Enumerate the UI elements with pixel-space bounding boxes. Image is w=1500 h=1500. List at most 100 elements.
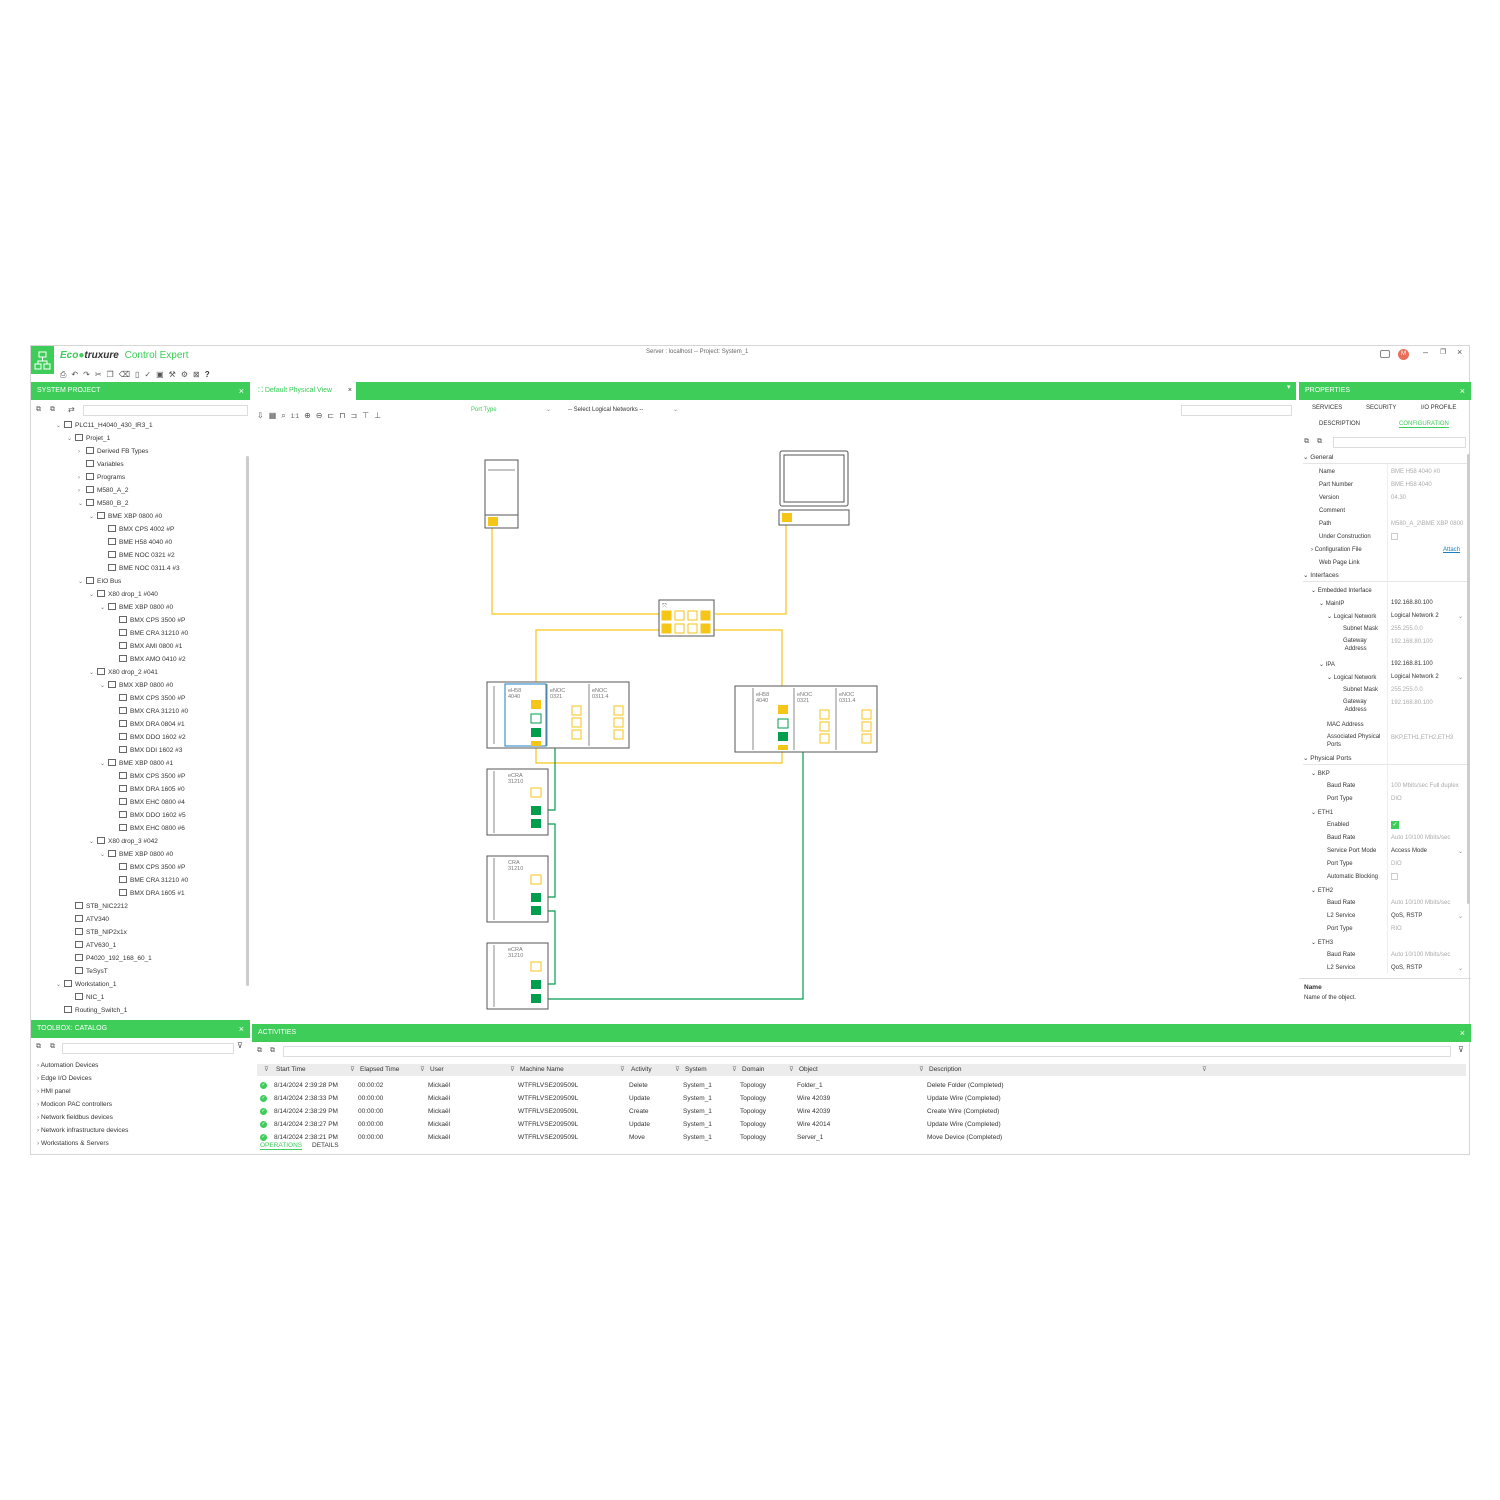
tree-item[interactable]: STB_NIP2x1x	[67, 926, 127, 939]
chevron-down-icon[interactable]: ⌄	[89, 514, 95, 520]
cra-drop-2[interactable]: CRA 31210	[486, 855, 549, 923]
tree-item[interactable]: BME NOC 0321 #2	[100, 549, 175, 562]
service-port-mode-select[interactable]: Access Mode⌄	[1391, 848, 1463, 855]
delete-icon[interactable]: ⌫	[118, 370, 130, 379]
tree-item[interactable]: ⌄BME XBP 0800 #0	[89, 510, 162, 523]
tree-item[interactable]: BMX CPS 3500 #P	[111, 861, 185, 874]
wire-switch-rack2[interactable]	[687, 629, 783, 708]
column-header[interactable]: Machine Name	[520, 1066, 564, 1073]
grid-icon[interactable]: ▦	[268, 411, 277, 420]
tab-services[interactable]: SERVICES	[1312, 405, 1343, 411]
tab-list-chevron-icon[interactable]: ▾	[1287, 384, 1291, 391]
tree-item[interactable]: BMX EHC 0800 #6	[111, 822, 185, 835]
tree-item[interactable]: ⌄EIO Bus	[78, 575, 121, 588]
switch-ports[interactable]	[661, 610, 711, 634]
tree-item[interactable]: BMX CPS 4002 #P	[100, 523, 174, 536]
tree-item[interactable]: ⌄X80 drop_2 #041	[89, 666, 158, 679]
activities-search-input[interactable]	[283, 1046, 1451, 1057]
cut-icon[interactable]: ✂	[94, 370, 102, 379]
restore-button[interactable]: ❐	[1440, 349, 1447, 356]
cra-drop-1[interactable]: eCRA 31210	[486, 768, 549, 836]
column-filter-icon[interactable]: ⊽	[675, 1066, 680, 1073]
tree-item[interactable]: STB_NIC2212	[67, 900, 128, 913]
tab-operations[interactable]: OPERATIONS	[260, 1142, 303, 1150]
tree-item[interactable]: BMX DDO 1602 #5	[111, 809, 186, 822]
logical-network-select[interactable]: Logical Network 2⌄	[1391, 674, 1463, 681]
tree-item[interactable]: Variables	[78, 458, 124, 471]
align-left-icon[interactable]: ⊏	[327, 411, 335, 420]
column-header[interactable]: User	[430, 1066, 444, 1073]
filter-icon[interactable]: ⊽	[1458, 1045, 1464, 1054]
tree-item[interactable]: BMX CPS 3500 #P	[111, 770, 185, 783]
chevron-down-icon[interactable]: ⌄	[56, 982, 62, 988]
properties-scrollbar[interactable]	[1467, 454, 1470, 904]
column-filter-icon[interactable]: ⊽	[510, 1066, 515, 1073]
tab-io-profile[interactable]: I/O PROFILE	[1421, 405, 1457, 411]
tree-item[interactable]: BMX AMO 0410 #2	[111, 653, 186, 666]
tree-item[interactable]: BMX AMI 0800 #1	[111, 640, 182, 653]
switch-device[interactable]: ⤧	[658, 599, 715, 637]
column-filter-icon[interactable]: ⊽	[919, 1066, 924, 1073]
tab-configuration[interactable]: CONFIGURATION	[1399, 421, 1449, 428]
catalog-item[interactable]: › Edge I/O Devices	[37, 1072, 92, 1085]
column-header[interactable]: System	[685, 1066, 707, 1073]
copy-icon[interactable]: ❐	[106, 370, 114, 379]
port-green[interactable]	[531, 994, 541, 1003]
wire-server-switch[interactable]	[491, 528, 659, 615]
port-empty[interactable]	[530, 787, 542, 798]
logical-networks-select[interactable]: -- Select Logical Networks --⌄	[568, 405, 678, 416]
close-icon[interactable]: ×	[238, 1024, 244, 1034]
tree-item[interactable]: ⌄Workstation_1	[56, 978, 116, 991]
expand-all-icon[interactable]: ⧉	[257, 1047, 262, 1054]
port-empty[interactable]	[530, 713, 542, 724]
tree-item[interactable]: BMX CRA 31210 #0	[111, 705, 188, 718]
user-avatar[interactable]: M	[1398, 349, 1409, 360]
zoom-in-icon[interactable]: ⊕	[304, 411, 311, 420]
zoom-1to1-button[interactable]: 1:1	[290, 414, 300, 420]
build-icon[interactable]: ▣	[156, 370, 164, 379]
catalog-item[interactable]: › Network fieldbus devices	[37, 1111, 113, 1124]
tab-security[interactable]: SECURITY	[1366, 405, 1397, 411]
close-icon[interactable]: ×	[238, 386, 244, 396]
port-green[interactable]	[531, 806, 541, 815]
unused-ports[interactable]	[819, 709, 872, 744]
tools-icon[interactable]: ⚒	[168, 370, 176, 379]
catalog-item[interactable]: › Modicon PAC controllers	[37, 1098, 112, 1111]
tree-item[interactable]: TeSysT	[67, 965, 108, 978]
chevron-down-icon[interactable]: ⌄	[89, 839, 95, 845]
tab-description[interactable]: DESCRIPTION	[1319, 421, 1361, 427]
collapse-all-icon[interactable]: ⧉	[50, 406, 55, 413]
tree-item[interactable]: BMX DRA 1605 #1	[111, 887, 185, 900]
connect-icon[interactable]: ⊠	[193, 370, 200, 379]
chevron-down-icon[interactable]: ⌄	[89, 592, 95, 598]
port-yellow[interactable]	[778, 705, 788, 714]
editor-search-input[interactable]	[1181, 405, 1292, 416]
mainip-value[interactable]: 192.168.80.100	[1391, 600, 1433, 606]
unused-ports[interactable]	[571, 705, 624, 740]
port-green[interactable]	[531, 728, 541, 737]
port-type-select[interactable]: Port Type⌄	[471, 405, 551, 416]
chevron-down-icon[interactable]: ⌄	[89, 670, 95, 676]
properties-search-input[interactable]	[1333, 437, 1466, 448]
chevron-down-icon[interactable]: ⌄	[78, 579, 84, 585]
status-filter-icon[interactable]: ⊽	[264, 1066, 269, 1073]
tree-item[interactable]: BME H58 4040 #0	[100, 536, 172, 549]
tree-item[interactable]: ›Derived FB Types	[78, 445, 149, 458]
expand-all-icon[interactable]: ⧉	[1304, 438, 1309, 445]
column-filter-icon[interactable]: ⊽	[620, 1066, 625, 1073]
chevron-down-icon[interactable]: ⌄	[100, 605, 106, 611]
port-green[interactable]	[531, 906, 541, 915]
section-general[interactable]: ⌄ General	[1303, 451, 1467, 464]
tree-item[interactable]: BMX DRA 1605 #0	[111, 783, 185, 796]
zoom-fit-icon[interactable]: ⌕	[281, 411, 286, 420]
chevron-down-icon[interactable]: ⌄	[100, 852, 106, 858]
column-header[interactable]: Description	[929, 1066, 962, 1073]
expand-all-icon[interactable]: ⧉	[36, 1043, 41, 1050]
port-green[interactable]	[531, 893, 541, 902]
tree-item[interactable]: BME NOC 0311.4 #3	[100, 562, 180, 575]
close-icon[interactable]: ×	[1459, 1028, 1465, 1038]
port-green[interactable]	[531, 980, 541, 989]
tree-item[interactable]: ⌄Projet_1	[67, 432, 110, 445]
align-top-icon[interactable]: ⊤	[362, 411, 370, 420]
tree-item[interactable]: BMX DRA 0804 #1	[111, 718, 185, 731]
